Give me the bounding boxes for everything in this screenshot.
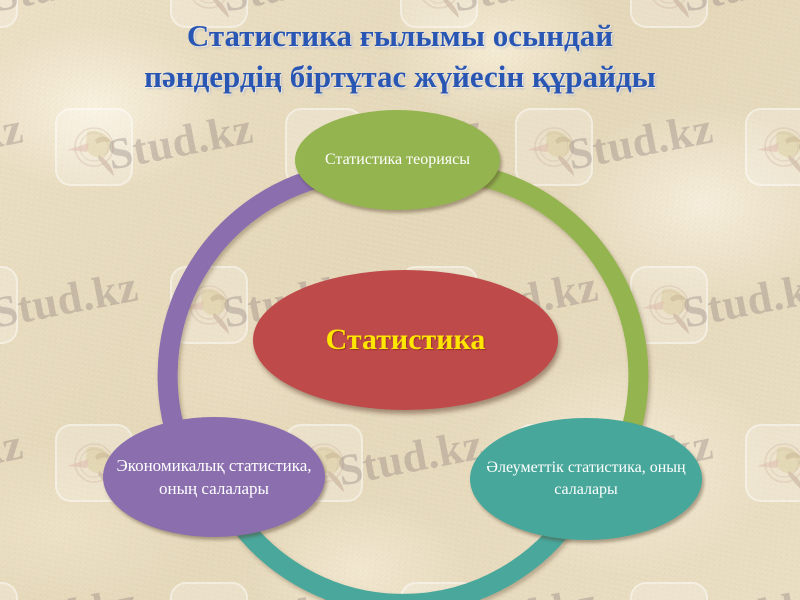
hummingbird-logo-icon: [515, 108, 593, 186]
node-social-statistics[interactable]: Әлеуметтік статистика, оның салалары: [470, 418, 702, 540]
node-statistics-theory[interactable]: Статистика теориясы: [295, 110, 500, 210]
arc-green: [477, 166, 649, 460]
arc-purple: [157, 166, 329, 460]
node-statistics-theory-label: Статистика теориясы: [324, 151, 471, 169]
node-social-statistics-label: Әлеуметтік статистика, оның салалары: [486, 459, 686, 498]
node-economic-statistics-label: Экономикалық статистика, оның салалары: [116, 455, 312, 498]
node-statistics-center[interactable]: Статистика: [253, 270, 558, 410]
hummingbird-logo-icon: [55, 108, 133, 186]
arc-teal: [223, 506, 583, 600]
title-line-2: пәндердің біртұтас жүйесін құрайды: [144, 58, 656, 94]
hummingbird-logo-icon: [745, 108, 800, 186]
hummingbird-logo-icon: [745, 424, 800, 502]
node-economic-statistics[interactable]: Экономикалық статистика, оның салалары: [103, 417, 325, 537]
hummingbird-logo-icon: [170, 0, 248, 28]
node-statistics-center-label: Статистика: [325, 323, 486, 356]
hummingbird-logo-icon: [630, 0, 708, 28]
title-line-1: Статистика ғылымы осындай: [186, 18, 614, 53]
page-title: Статистика ғылымы осындай пәндердің бірт…: [0, 16, 800, 98]
hummingbird-logo-icon: [400, 0, 478, 28]
